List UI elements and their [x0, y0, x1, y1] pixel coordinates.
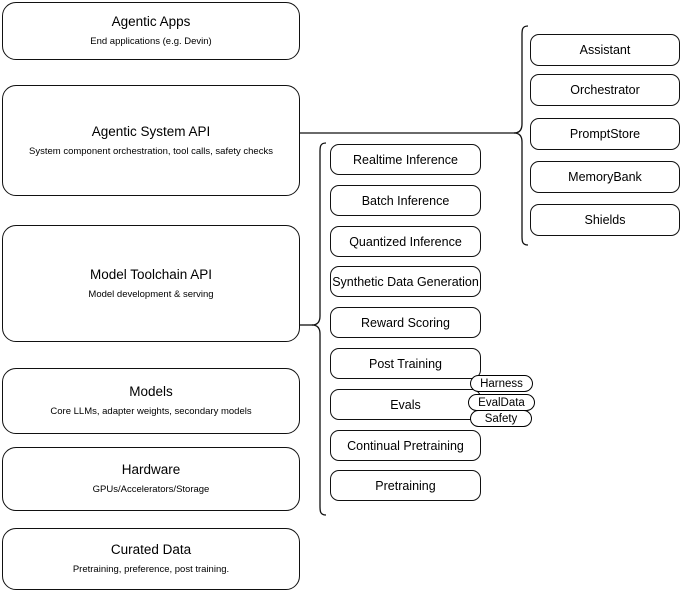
capability-post-training[interactable]: Post Training	[330, 348, 481, 379]
layer-subtitle: Core LLMs, adapter weights, secondary mo…	[50, 406, 252, 417]
layer-hardware[interactable]: Hardware GPUs/Accelerators/Storage	[2, 447, 300, 511]
evals-badge-label: Safety	[484, 412, 518, 425]
capability-continual-pretraining[interactable]: Continual Pretraining	[330, 430, 481, 461]
layer-title: Model Toolchain API	[89, 266, 213, 282]
capability-batch-inference[interactable]: Batch Inference	[330, 185, 481, 216]
layer-title: Agentic Apps	[111, 14, 191, 30]
layer-subtitle: Pretraining, preference, post training.	[72, 564, 230, 575]
component-label: Orchestrator	[570, 83, 640, 97]
capability-pretraining[interactable]: Pretraining	[330, 470, 481, 501]
evals-badge-label: EvalData	[478, 396, 525, 409]
capability-label: Realtime Inference	[353, 152, 458, 167]
capability-evals[interactable]: Evals	[330, 389, 481, 420]
layer-subtitle: End applications (e.g. Devin)	[90, 36, 212, 47]
evals-badge-harness[interactable]: Harness	[470, 375, 533, 392]
component-shields[interactable]: Shields	[530, 204, 680, 236]
capability-label: Continual Pretraining	[347, 438, 464, 453]
layer-title: Hardware	[121, 462, 181, 478]
component-memorybank[interactable]: MemoryBank	[530, 161, 680, 193]
layer-agentic-apps[interactable]: Agentic Apps End applications (e.g. Devi…	[2, 2, 300, 60]
capability-reward-scoring[interactable]: Reward Scoring	[330, 307, 481, 338]
capability-label: Pretraining	[375, 478, 436, 493]
component-label: Shields	[584, 213, 626, 227]
capability-label: Quantized Inference	[349, 234, 462, 249]
layer-title: Models	[129, 384, 173, 400]
layer-agentic-system-api[interactable]: Agentic System API System component orch…	[2, 85, 300, 196]
component-label: MemoryBank	[568, 170, 642, 184]
evals-badge-safety[interactable]: Safety	[470, 410, 532, 427]
capability-label: Synthetic Data Generation	[332, 274, 479, 289]
layer-subtitle: GPUs/Accelerators/Storage	[92, 484, 210, 495]
capability-label: Batch Inference	[361, 193, 450, 208]
evals-badge-evaldata[interactable]: EvalData	[468, 394, 535, 411]
system-components-brace	[513, 25, 529, 246]
evals-badge-label: Harness	[480, 377, 523, 390]
capability-label: Post Training	[369, 356, 442, 371]
toolchain-brace	[311, 142, 327, 516]
layer-title: Agentic System API	[91, 123, 211, 139]
layer-curated-data[interactable]: Curated Data Pretraining, preference, po…	[2, 528, 300, 590]
capability-realtime-inference[interactable]: Realtime Inference	[330, 144, 481, 175]
component-label: Assistant	[579, 43, 631, 57]
capability-label: Evals	[390, 397, 421, 412]
component-orchestrator[interactable]: Orchestrator	[530, 74, 680, 106]
layer-models[interactable]: Models Core LLMs, adapter weights, secon…	[2, 368, 300, 434]
layer-model-toolchain-api[interactable]: Model Toolchain API Model development & …	[2, 225, 300, 342]
capability-synthetic-data-generation[interactable]: Synthetic Data Generation	[330, 266, 481, 297]
layer-subtitle: System component orchestration, tool cal…	[29, 145, 273, 157]
component-label: PromptStore	[569, 127, 641, 141]
component-assistant[interactable]: Assistant	[530, 34, 680, 66]
layer-title: Curated Data	[110, 542, 192, 558]
capability-quantized-inference[interactable]: Quantized Inference	[330, 226, 481, 257]
component-promptstore[interactable]: PromptStore	[530, 118, 680, 150]
capability-label: Reward Scoring	[361, 315, 450, 330]
layer-subtitle: Model development & serving	[88, 288, 214, 300]
